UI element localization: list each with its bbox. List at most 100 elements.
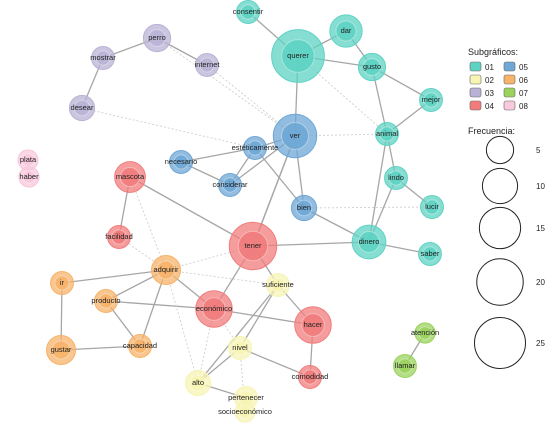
- node-label-suficiente: suficiente: [262, 280, 294, 289]
- node-mejor: mejor: [419, 88, 443, 112]
- node-economico: económico: [195, 290, 233, 328]
- node-label-mejor: mejor: [422, 95, 441, 104]
- edge-bien-lucir: [303, 206, 433, 209]
- node-label-mascota: mascota: [116, 172, 145, 181]
- node-core-adquirir: [156, 260, 176, 280]
- node-core-hacer: [301, 313, 325, 337]
- node-core-nivel: [232, 340, 248, 356]
- node-lindo: lindo: [384, 166, 408, 190]
- node-label-desear: desear: [71, 103, 94, 112]
- edge-ver-animal: [294, 133, 388, 137]
- node-core-bien: [295, 199, 313, 217]
- node-core-gustar: [51, 340, 71, 360]
- node-label-comodidad: comodidad: [292, 372, 329, 381]
- node-core-tener: [237, 230, 269, 262]
- node-core-producto: [98, 293, 114, 309]
- legend-frequency-label-20: 20: [536, 278, 545, 287]
- node-mascota: mascota: [114, 161, 146, 193]
- legend-frequency-label-15: 15: [536, 224, 545, 233]
- node-core-mascota: [119, 166, 141, 188]
- node-facilidad: facilidad: [105, 225, 133, 249]
- node-alto: alto: [184, 369, 212, 397]
- node-plata: plata: [17, 149, 39, 171]
- node-core-economico: [202, 297, 226, 321]
- edge-perro-ver: [156, 37, 296, 137]
- node-core-dinero: [358, 231, 380, 253]
- node-core-internet: [199, 57, 215, 73]
- node-socioeconomico: socioeconómico: [218, 401, 272, 423]
- node-desear: desear: [68, 94, 96, 122]
- node-core-llamar: [397, 358, 413, 374]
- node-core-consentir: [240, 4, 256, 20]
- node-core-ver: [281, 122, 309, 150]
- node-label-saber: saber: [421, 249, 440, 258]
- node-dinero: dinero: [351, 224, 387, 260]
- node-capacidad: capacidad: [123, 334, 157, 358]
- legend-swatch-05: [503, 61, 516, 72]
- node-querer: querer: [271, 29, 325, 83]
- node-core-esteticamente: [247, 140, 263, 156]
- edge-internet-ver: [206, 64, 296, 137]
- node-label-alto: alto: [192, 378, 204, 387]
- node-comodidad: comodidad: [292, 365, 329, 389]
- node-label-bien: bien: [297, 203, 311, 212]
- legend-subgraph-label-08: 08: [519, 102, 528, 111]
- node-ir: ir: [50, 271, 74, 295]
- node-label-lindo: lindo: [388, 173, 404, 182]
- node-label-ir: ir: [60, 278, 65, 287]
- legend-subgraphs-title: Subgráficos:: [468, 47, 518, 57]
- node-core-querer: [281, 39, 315, 73]
- node-label-adquirir: adquirir: [153, 265, 179, 274]
- node-suficiente: suficiente: [262, 273, 294, 297]
- node-producto: producto: [91, 289, 121, 313]
- legend-swatch-01: [469, 61, 482, 72]
- edge-esteticamente-necesario: [180, 147, 256, 163]
- node-perro: perro: [142, 23, 172, 53]
- edge-adquirir-ir: [61, 269, 167, 284]
- node-label-necesario: necesario: [165, 157, 198, 166]
- node-esteticamente: estéticamente: [232, 136, 279, 160]
- node-internet: internet: [194, 53, 220, 77]
- node-nivel: nivel: [228, 336, 252, 360]
- node-core-atencion: [418, 326, 432, 340]
- node-considerar: considerar: [212, 173, 248, 197]
- node-core-dar: [335, 20, 357, 42]
- node-core-gusto: [363, 58, 381, 76]
- node-label-esteticamente: estéticamente: [232, 143, 279, 152]
- node-lucir: lucir: [420, 195, 444, 219]
- edge-mascota-adquirir: [129, 176, 167, 271]
- node-core-socioeconomico: [238, 405, 252, 419]
- node-core-facilidad: [111, 229, 127, 245]
- legend-frequency-title: Frecuencia:: [468, 126, 515, 136]
- node-tener: tener: [228, 221, 278, 271]
- node-core-lucir: [424, 199, 440, 215]
- node-label-llamar: llamar: [395, 361, 416, 370]
- legend-frequency-label-25: 25: [536, 339, 545, 348]
- edge-tener-adquirir: [165, 245, 254, 271]
- edge-animal-dinero: [368, 133, 388, 243]
- legend-subgraph-label-04: 04: [485, 102, 494, 111]
- legend-frequency-circle-25: [474, 317, 526, 369]
- node-label-producto: producto: [91, 296, 120, 305]
- node-core-mostrar: [95, 50, 111, 66]
- legend-subgraph-label-03: 03: [485, 89, 494, 98]
- node-label-querer: querer: [287, 51, 309, 60]
- legend-frequency-circle-5: [485, 135, 515, 165]
- node-haber: haber: [18, 166, 40, 188]
- node-label-nivel: nivel: [232, 343, 248, 352]
- node-label-pertenecer: pertenecer: [228, 393, 264, 402]
- node-label-internet: internet: [194, 60, 220, 69]
- node-label-facilidad: facilidad: [105, 232, 133, 241]
- legend-subgraph-label-07: 07: [519, 89, 528, 98]
- node-gustar: gustar: [45, 334, 77, 366]
- node-animal: animal: [375, 122, 399, 146]
- legend-swatch-06: [503, 74, 516, 85]
- node-label-plata: plata: [20, 155, 37, 164]
- legend-swatch-04: [469, 100, 482, 111]
- node-llamar: llamar: [393, 354, 417, 378]
- edge-alto-suficiente: [197, 284, 279, 384]
